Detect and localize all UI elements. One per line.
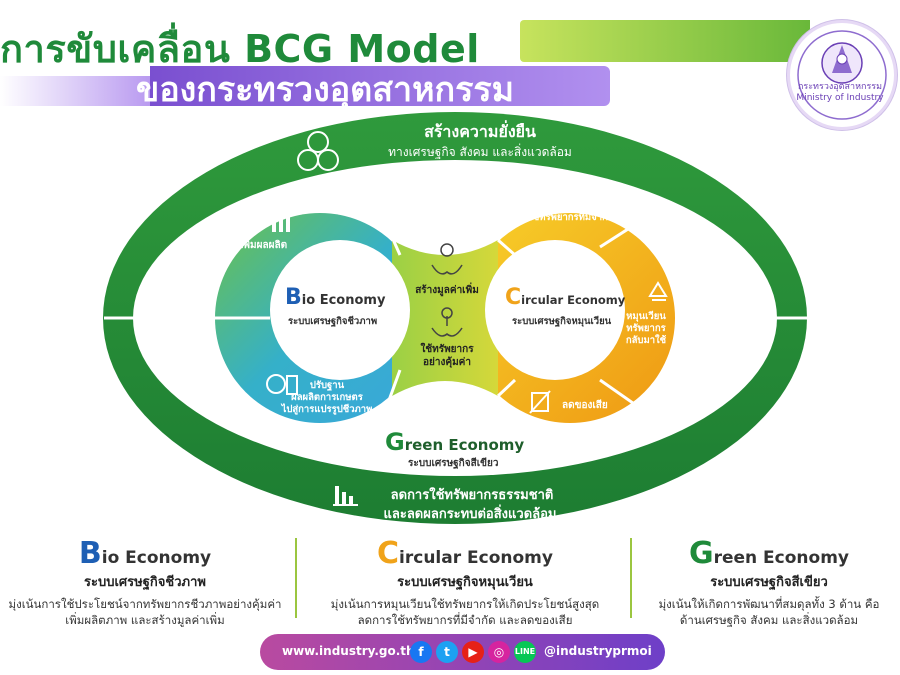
instagram-icon[interactable]: ◎	[488, 641, 510, 663]
bio-seg-bottom-3: ไปสู่การแปรรูปชีวภาพ	[281, 404, 373, 415]
circular-economy-th: ระบบเศรษฐกิจหมุนเวียน	[512, 316, 612, 327]
bio-divider-top	[378, 209, 402, 256]
recycle-icon	[648, 281, 668, 301]
section-green: Green Economy ระบบเศรษฐกิจสีเขียว มุ่งเน…	[638, 536, 900, 628]
section-circular-desc1: มุ่งเน้นการหมุนเวียนใช้ทรัพยากรให้เกิดปร…	[330, 597, 600, 611]
hands-value-icon	[431, 243, 463, 275]
outer-bottom-line2: และลดผลกระทบต่อสิ่งแวดล้อม	[383, 507, 557, 522]
page-title: การขับเคลื่อน BCG Model	[0, 27, 480, 71]
section-circular-letter: C	[377, 536, 400, 571]
circ-seg-top: ลดการใช้ทรัพยากรที่มีจำกัด	[500, 212, 614, 223]
hands-plant-icon	[431, 307, 463, 337]
section-bio-desc1: มุ่งเน้นการใช้ประโยชน์จากทรัพยากรชีวภาพอ…	[8, 597, 282, 611]
section-bio-th: ระบบเศรษฐกิจชีวภาพ	[84, 575, 206, 590]
section-circular-desc2: ลดการใช้ทรัพยากรที่มีจำกัด และลดของเสีย	[357, 613, 573, 627]
circ-divider-bottom	[599, 378, 651, 417]
industry-chart-icon	[333, 486, 358, 506]
bio-letter: B	[285, 285, 302, 310]
social-handle[interactable]: @industryprmoi	[544, 644, 652, 658]
waste-reduce-icon	[529, 390, 551, 414]
section-circular-title: ircular Economy	[399, 548, 553, 568]
section-green-desc1: มุ่งเน้นให้เกิดการพัฒนาที่สมดุลทั้ง 3 ด้…	[658, 597, 880, 611]
outer-bottom-line1: ลดการใช้ทรัพยากรธรรมชาติ	[390, 488, 554, 503]
section-bio: Bio Economy ระบบเศรษฐกิจชีวภาพ มุ่งเน้นก…	[0, 536, 290, 628]
bio-seg-top: เพิ่มผลผลิต	[240, 240, 288, 251]
section-bio-title: io Economy	[101, 548, 212, 568]
section-green-letter: G	[688, 536, 714, 571]
circ-seg-bottom: ลดของเสีย	[562, 400, 608, 411]
circular-ring-inner	[485, 240, 625, 380]
green-rest: reen Economy	[404, 436, 525, 454]
section-bio-desc2: เพิ่มผลิตภาพ และสร้างมูลค่าเพิ่ม	[65, 613, 225, 627]
circular-letter: C	[505, 285, 522, 310]
outer-top-title: สร้างความยั่งยืน	[424, 122, 536, 141]
green-economy-th: ระบบเศรษฐกิจสีเขียว	[408, 458, 499, 469]
youtube-icon[interactable]: ▶	[462, 641, 484, 663]
resources-icon	[547, 186, 585, 200]
line-icon[interactable]: LINE	[514, 641, 536, 663]
circ-divider-left-top	[497, 238, 516, 257]
bio-seg-bottom: ปรับฐาน ผลผลิตการเกษตร ไปสู่การแปรรูปชีว…	[262, 380, 392, 416]
circ-seg-right-1: หมุนเวียน	[626, 311, 666, 322]
growth-chart-icon	[269, 197, 293, 232]
bio-seg-bottom-2: ผลผลิตการเกษตร	[291, 392, 363, 403]
bio-economy-label: Bio Economy	[285, 285, 385, 310]
circular-economy-label: Circular Economy	[505, 285, 625, 310]
section-divider-1	[295, 538, 297, 618]
title-purple-fade	[0, 76, 150, 106]
green-letter: G	[385, 428, 405, 456]
bio-economy-th: ระบบเศรษฐกิจชีวภาพ	[288, 316, 378, 327]
center-bottom-2: อย่างคุ้มค่า	[423, 357, 471, 368]
title-purple-bar	[150, 66, 610, 106]
circ-divider-top	[599, 213, 651, 249]
center-bottom-1: ใช้ทรัพยากร	[420, 344, 474, 355]
bio-rest: io Economy	[301, 293, 386, 308]
section-divider-2	[630, 538, 632, 618]
header-green-stripe	[520, 20, 810, 62]
section-bio-letter: B	[78, 536, 102, 571]
bio-seg-bottom-1: ปรับฐาน	[309, 380, 345, 391]
footer-bar: www.industry.go.th f t ▶ ◎ LINE @industr…	[260, 634, 665, 670]
section-circular: Circular Economy ระบบเศรษฐกิจหมุนเวียน ม…	[305, 536, 625, 628]
page-subtitle: ของกระทรวงอุตสาหกรรม	[136, 70, 515, 110]
section-circular-th: ระบบเศรษฐกิจหมุนเวียน	[397, 575, 533, 590]
circ-divider-left-bottom	[496, 378, 517, 398]
section-green-title: reen Economy	[713, 548, 850, 568]
crops-icon	[266, 374, 298, 395]
circ-seg-right: หมุนเวียน ทรัพยากร กลับมาใช้	[618, 311, 674, 347]
section-green-desc2: ด้านเศรษฐกิจ สังคม และสิ่งแวดล้อม	[679, 613, 859, 627]
website-link[interactable]: www.industry.go.th	[282, 644, 415, 658]
ministry-logo-text: กระทรวงอุตสาหกรรม Ministry of Industry	[795, 82, 885, 104]
people-group-icon	[297, 131, 339, 171]
circ-seg-right-3: กลับมาใช้	[625, 335, 667, 346]
center-top-label: สร้างมูลค่าเพิ่ม	[415, 285, 479, 296]
bio-divider-bottom	[378, 369, 402, 426]
bio-ring-inner	[270, 240, 410, 380]
center-bottom-label: ใช้ทรัพยากร อย่างคุ้มค่า	[405, 343, 489, 369]
outer-top-sub: ทางเศรษฐกิจ สังคม และสิ่งแวดล้อม	[388, 145, 572, 159]
circular-rest: ircular Economy	[521, 293, 626, 307]
facebook-icon[interactable]: f	[410, 641, 432, 663]
logo-text-th: กระทรวงอุตสาหกรรม	[797, 82, 883, 92]
green-economy-label: Green Economy	[385, 428, 524, 456]
twitter-icon[interactable]: t	[436, 641, 458, 663]
circ-seg-right-2: ทรัพยากร	[626, 323, 666, 334]
ministry-seal-icon	[797, 30, 887, 120]
logo-text-en: Ministry of Industry	[796, 93, 884, 103]
ministry-logo	[787, 20, 897, 130]
section-green-th: ระบบเศรษฐกิจสีเขียว	[710, 575, 828, 590]
